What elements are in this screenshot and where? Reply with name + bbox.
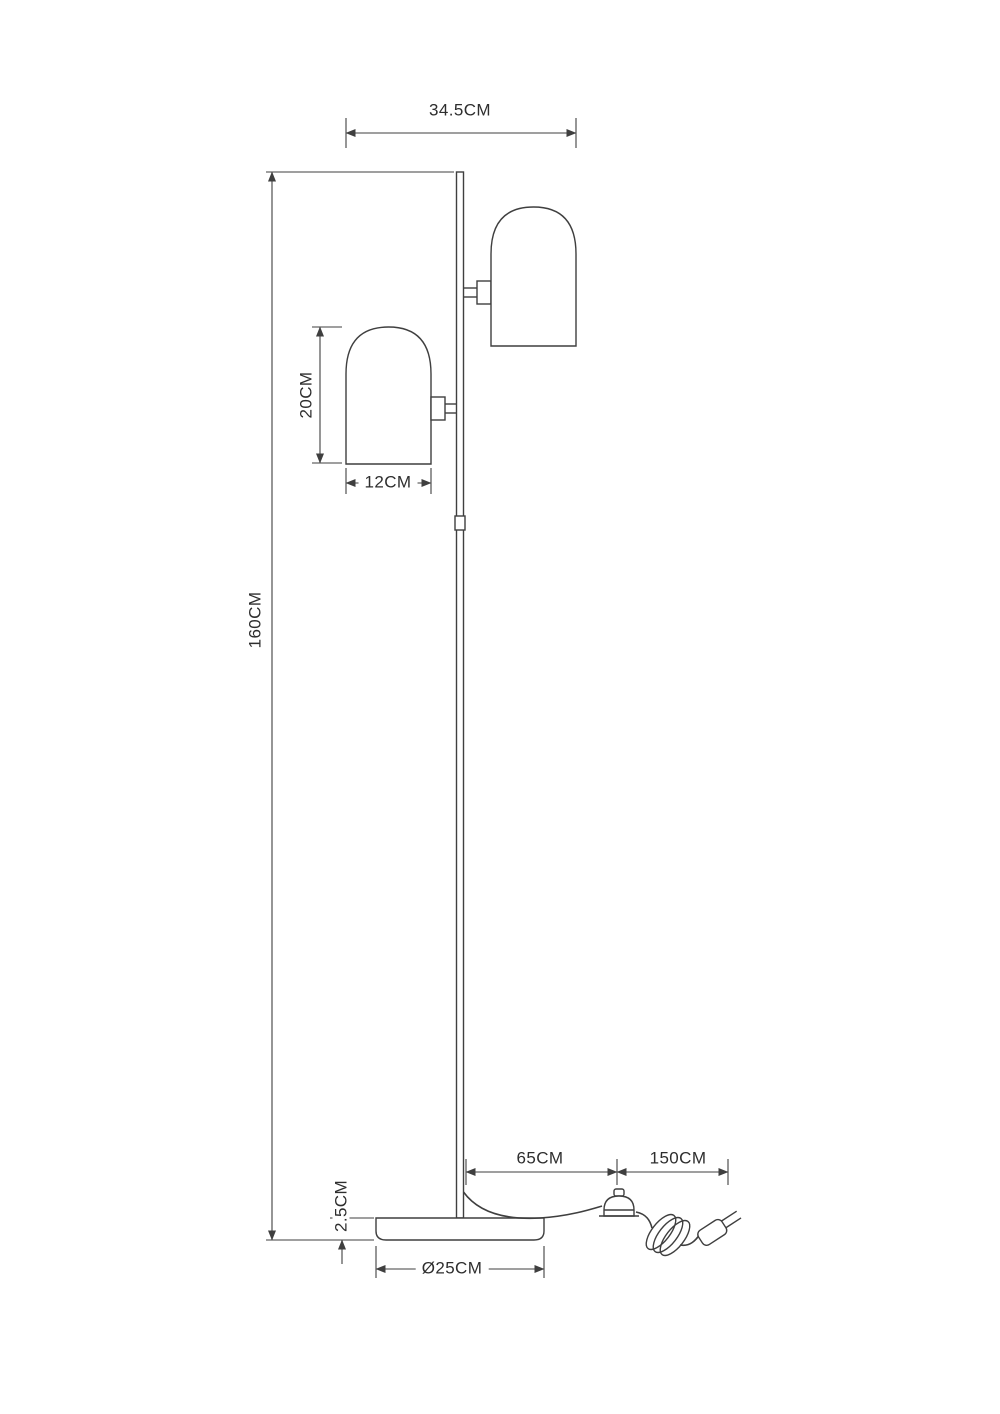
- lamp-base: [375, 1217, 545, 1241]
- upper-shade: [463, 206, 577, 347]
- lower-shade: [345, 326, 457, 465]
- dim-label-switch-to-plug: 150CM: [649, 1148, 707, 1168]
- dimension-shade-height: [312, 326, 342, 464]
- dimension-total-height: [266, 171, 454, 1241]
- dim-label-shade-width: 12CM: [358, 473, 418, 491]
- dim-label-shade-height: 20CM: [296, 371, 316, 419]
- dim-label-top-width: 34.5CM: [429, 100, 491, 120]
- dimension-top-width: [345, 118, 577, 148]
- foot-switch: [599, 1188, 639, 1217]
- dim-label-base-diameter: Ø25CM: [415, 1259, 489, 1277]
- dim-label-cord-to-switch: 65CM: [516, 1148, 564, 1168]
- lamp-pole: [454, 171, 466, 1219]
- dim-label-total-height: 160CM: [245, 591, 265, 649]
- floor-lamp-drawing: [345, 171, 742, 1257]
- dim-label-base-thickness: 2.5CM: [332, 1175, 351, 1237]
- cord-coil: [645, 1213, 691, 1257]
- power-plug: [697, 1210, 742, 1246]
- dimension-cord-lengths: [465, 1159, 729, 1185]
